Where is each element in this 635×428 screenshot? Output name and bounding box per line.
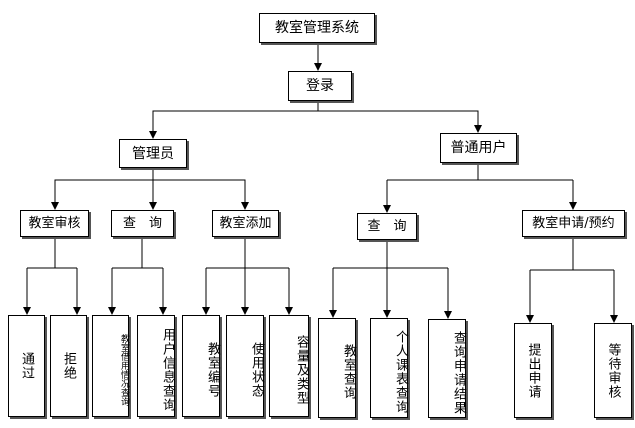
login-node: 登录 <box>288 71 352 101</box>
application-result-query-leaf: 查询申请结果 <box>428 319 466 418</box>
room-add-node: 教室添加 <box>212 210 279 237</box>
reject-leaf: 拒绝 <box>50 315 87 417</box>
room-usage-query-leaf: 教室借用情况查询 <box>92 315 129 417</box>
user-query-node: 查 询 <box>357 213 417 240</box>
user-info-query-leaf: 用户信息查询 <box>137 315 175 417</box>
approve-leaf: 通过 <box>8 315 45 417</box>
room-query-leaf: 教室查询 <box>318 318 356 418</box>
admin-query-node: 查 询 <box>111 210 174 237</box>
room-review-node: 教室审核 <box>20 210 89 237</box>
submit-application-leaf: 提出申请 <box>514 323 552 418</box>
user-node: 普通用户 <box>440 133 517 163</box>
admin-node: 管理员 <box>119 139 187 168</box>
wait-review-leaf: 等待审核 <box>594 323 632 418</box>
personal-schedule-query-leaf: 个人课表查询 <box>370 318 408 418</box>
capacity-type-leaf: 容量及类型 <box>269 315 309 417</box>
root-node: 教室管理系统 <box>259 13 375 43</box>
room-number-leaf: 教室编号 <box>182 315 220 417</box>
room-apply-node: 教室申请/预约 <box>522 210 625 237</box>
usage-status-leaf: 使用状态 <box>226 315 264 417</box>
